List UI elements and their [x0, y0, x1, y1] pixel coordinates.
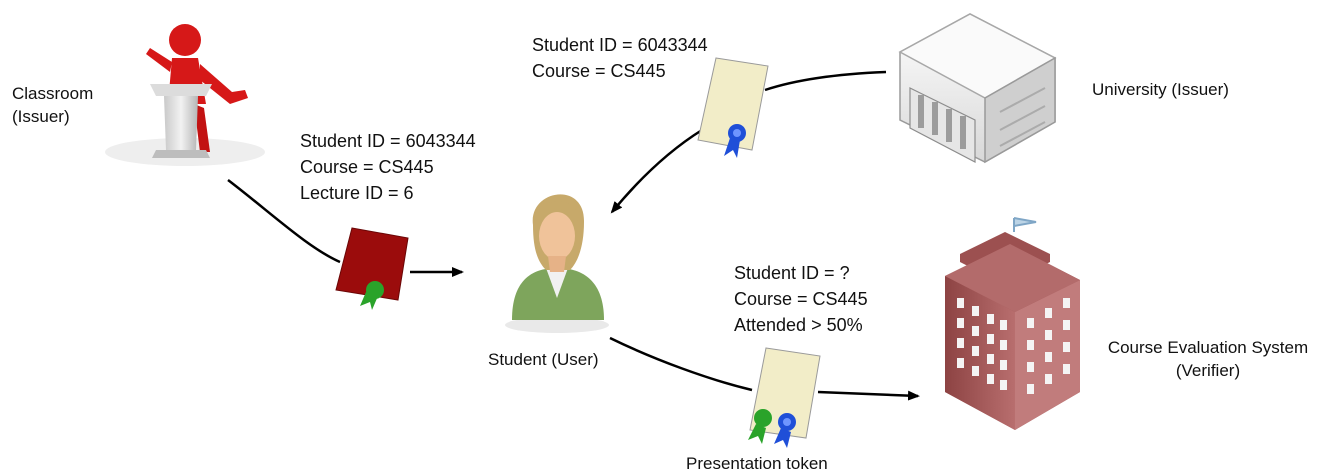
classroom-label-line2: (Issuer): [12, 107, 70, 126]
attribute-line: Course = CS445: [532, 61, 666, 81]
blue-seal-icon: [774, 413, 796, 448]
classroom-label: Classroom (Issuer): [12, 82, 93, 128]
university-building-icon: [898, 13, 1057, 164]
attribute-line: Course = CS445: [300, 157, 434, 177]
office-tower-icon: [945, 217, 1080, 430]
arrow-classroom-to-token: [227, 179, 341, 264]
attribute-line: Student ID = 6043344: [532, 35, 708, 55]
attribute-line: Student ID = ?: [734, 263, 850, 283]
arrow-presentation-to-verifier: [817, 390, 920, 401]
arrow-student-to-presentation: [609, 336, 753, 392]
presentation-token-icon: [748, 347, 821, 448]
university-label: University (Issuer): [1092, 80, 1229, 99]
student-label: Student (User): [488, 350, 599, 369]
presentation-token-attributes: Student ID = ? Course = CS445 Attended >…: [734, 260, 868, 338]
classroom-credential-attributes: Student ID = 6043344 Course = CS445 Lect…: [300, 128, 476, 206]
green-seal-icon: [748, 409, 772, 444]
arrow-token-to-student-2: [610, 128, 703, 214]
presentation-token-label: Presentation token: [686, 454, 828, 473]
verifier-label-line2: (Verifier): [1175, 361, 1241, 380]
presenter-icon: [105, 24, 265, 166]
classroom-label-line1: Classroom: [12, 84, 94, 103]
verifier-label: Course Evaluation System (Verifier): [1090, 336, 1326, 382]
university-credential-attributes: Student ID = 6043344 Course = CS445: [532, 32, 708, 84]
attribute-line: Student ID = 6043344: [300, 131, 476, 151]
student-icon: [505, 194, 609, 333]
classroom-credential-icon: [335, 227, 409, 310]
blue-seal-icon: [724, 124, 746, 158]
arrow-university-to-token: [764, 70, 887, 92]
attribute-line: Course = CS445: [734, 289, 868, 309]
university-credential-icon: [697, 57, 769, 158]
verifier-label-line1: Course Evaluation System: [1107, 338, 1309, 357]
attribute-line: Attended > 50%: [734, 315, 863, 335]
green-seal-icon: [360, 281, 384, 310]
attribute-line: Lecture ID = 6: [300, 183, 414, 203]
